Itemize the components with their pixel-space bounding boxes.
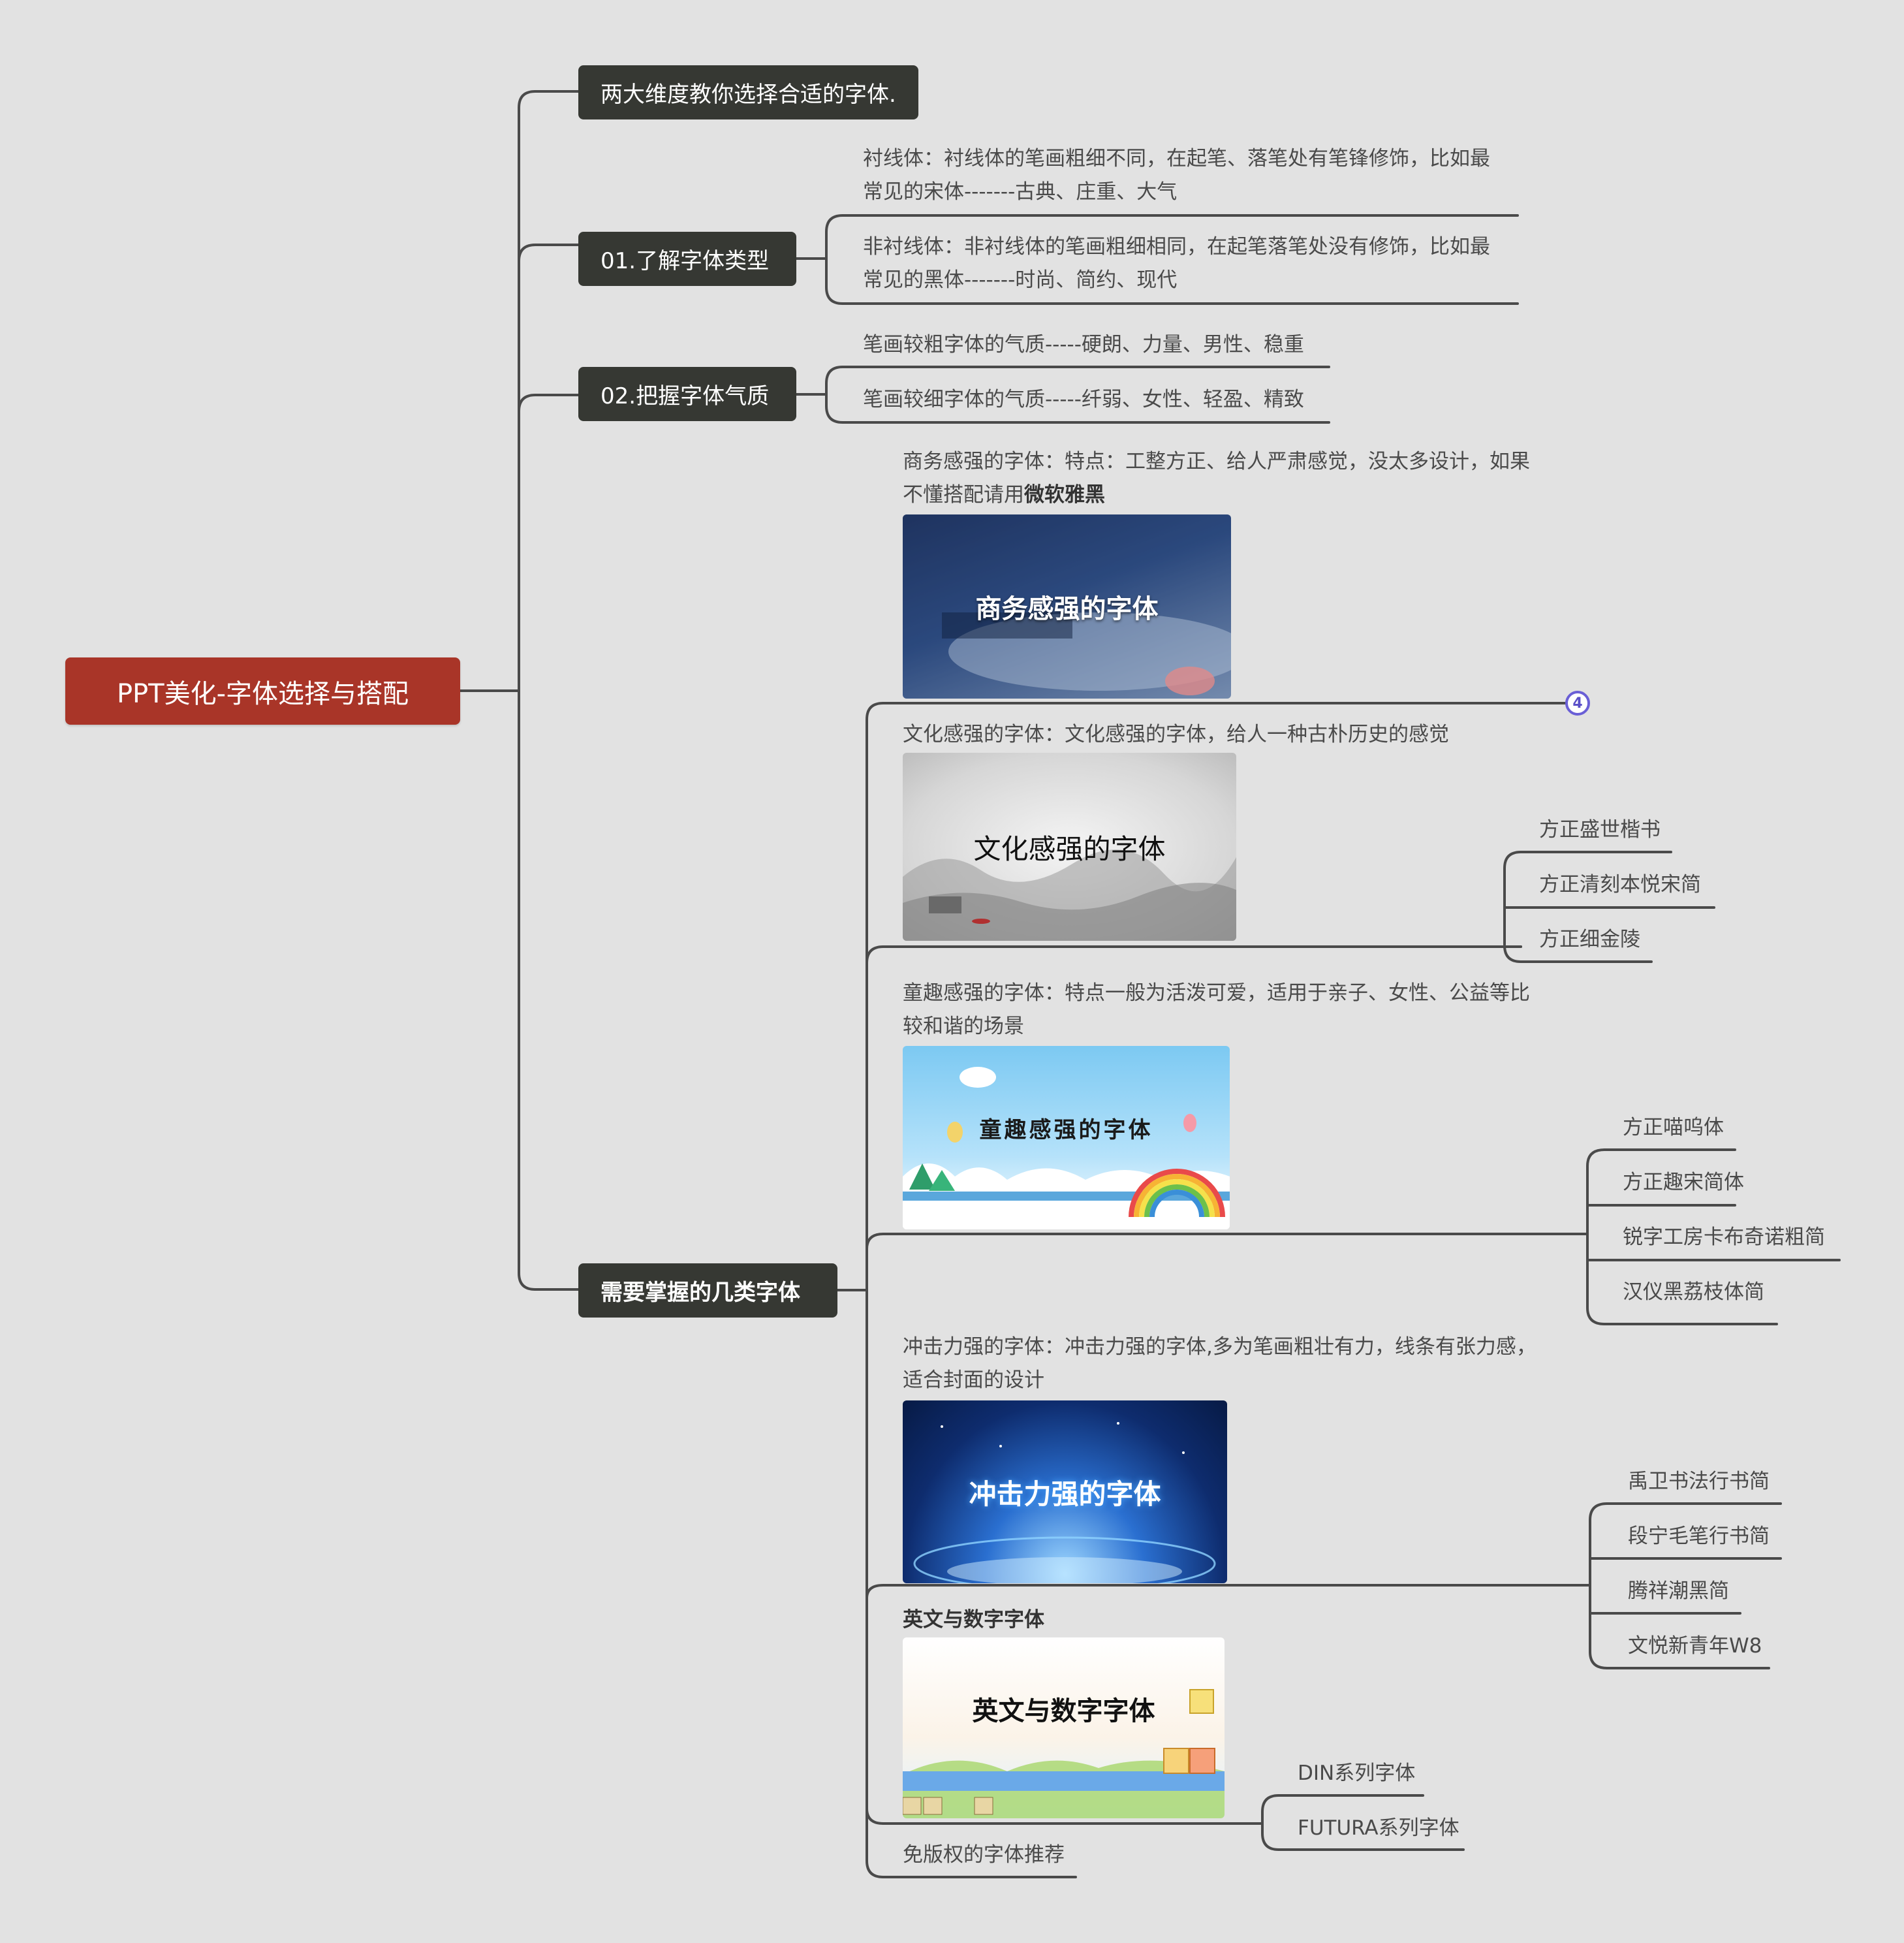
cartoon-sky-art <box>903 1067 1230 1229</box>
font-fangzheng-shengshi-kaishu[interactable]: 方正盛世楷书 <box>1539 818 1661 842</box>
business-fonts-description[interactable]: 商务感强的字体：特点：工整方正、给人严肃感觉，没太多设计，如果 不懂搭配请用微软… <box>903 445 1530 512</box>
english-number-fonts[interactable]: 英文与数字字体 <box>903 1608 1044 1632</box>
serif-line-1: 衬线体：衬线体的笔画粗细不同，在起笔、落笔处有笔锋修饰，比如最 <box>863 147 1490 170</box>
business-image-caption: 商务感强的字体 <box>975 594 1159 624</box>
tech-glow-thumbnail[interactable]: 冲击力强的字体 <box>903 1400 1227 1583</box>
font-tengxiang-chaohei[interactable]: 腾祥潮黑简 <box>1628 1579 1729 1603</box>
connector-spine <box>518 90 537 1291</box>
font-futura-series[interactable]: FUTURA系列字体 <box>1298 1816 1459 1840</box>
font-fangzheng-qingkeben-yuesong[interactable]: 方正清刻本悦宋简 <box>1539 873 1701 896</box>
thin-stroke-note[interactable]: 笔画较细字体的气质-----纤弱、女性、轻盈、精致 <box>863 388 1304 411</box>
business-line-2-bold: 微软雅黑 <box>1024 483 1105 507</box>
root-topic[interactable]: PPT美化-字体选择与搭配 <box>65 657 460 725</box>
serif-line-2: 常见的宋体-------古典、庄重、大气 <box>863 180 1178 204</box>
sans-line-2: 常见的黑体-------时尚、简约、现代 <box>863 268 1178 292</box>
fun-line-2: 较和谐的场景 <box>903 1015 1024 1038</box>
fun-line-1: 童趣感强的字体：特点一般为活泼可爱，适用于亲子、女性、公益等比 <box>903 981 1530 1005</box>
business-line-1: 商务感强的字体：特点：工整方正、给人严肃感觉，没太多设计，如果 <box>903 450 1530 473</box>
serif-description[interactable]: 衬线体：衬线体的笔画粗细不同，在起笔、落笔处有笔锋修饰，比如最 常见的宋体---… <box>863 142 1490 209</box>
font-din-series[interactable]: DIN系列字体 <box>1298 1761 1416 1785</box>
sans-serif-description[interactable]: 非衬线体：非衬线体的笔画粗细相同，在起笔落笔处没有修饰，比如最 常见的黑体---… <box>863 230 1490 297</box>
tech-glow-art <box>913 1422 1216 1583</box>
business-photo-art <box>903 514 1231 699</box>
font-wenyue-xinqingnian[interactable]: 文悦新青年W8 <box>1628 1634 1762 1658</box>
fun-image-caption: 童趣感强的字体 <box>979 1117 1153 1143</box>
culture-image-caption: 文化感强的字体 <box>973 832 1166 865</box>
topic-intro[interactable]: 两大维度教你选择合适的字体. <box>578 65 918 119</box>
impact-line-1: 冲击力强的字体：冲击力强的字体,多为笔画粗壮有力，线条有张力感， <box>903 1335 1537 1359</box>
sans-line-1: 非衬线体：非衬线体的笔画粗细相同，在起笔落笔处没有修饰，比如最 <box>863 235 1490 259</box>
impact-image-caption: 冲击力强的字体 <box>969 1477 1161 1510</box>
font-yuwei-xingshu[interactable]: 禹卫书法行书简 <box>1628 1470 1770 1493</box>
collapse-count-badge[interactable]: 4 <box>1565 691 1590 716</box>
business-photo-thumbnail[interactable]: 商务感强的字体 <box>903 514 1231 699</box>
impact-line-2: 适合封面的设计 <box>903 1368 1044 1392</box>
topic-font-kinds[interactable]: 需要掌握的几类字体 <box>578 1263 837 1318</box>
font-fangzheng-qusong[interactable]: 方正趣宋简体 <box>1623 1171 1744 1194</box>
english-image-caption: 英文与数字字体 <box>972 1696 1155 1726</box>
fun-fonts-description[interactable]: 童趣感强的字体：特点一般为活泼可爱，适用于亲子、女性、公益等比 较和谐的场景 <box>903 977 1530 1043</box>
free-fonts-recommendation[interactable]: 免版权的字体推荐 <box>903 1843 1065 1867</box>
culture-fonts-description[interactable]: 文化感强的字体：文化感强的字体，给人一种古朴历史的感觉 <box>903 723 1449 746</box>
topic-font-types[interactable]: 01.了解字体类型 <box>578 232 796 286</box>
alphabet-blocks-thumbnail[interactable]: 英文与数字字体 <box>903 1637 1225 1818</box>
impact-fonts-description[interactable]: 冲击力强的字体：冲击力强的字体,多为笔画粗壮有力，线条有张力感， 适合封面的设计 <box>903 1331 1537 1397</box>
cartoon-sky-thumbnail[interactable]: 童趣感强的字体 <box>903 1046 1230 1229</box>
topic-font-temperament[interactable]: 02.把握字体气质 <box>578 367 796 421</box>
business-line-2: 不懂搭配请用微软雅黑 <box>903 479 1530 512</box>
font-hanyi-heilizhi[interactable]: 汉仪黑荔枝体简 <box>1623 1280 1764 1304</box>
ink-landscape-art <box>903 849 1236 941</box>
ink-landscape-thumbnail[interactable]: 文化感强的字体 <box>903 753 1236 941</box>
thick-stroke-note[interactable]: 笔画较粗字体的气质-----硬朗、力量、男性、稳重 <box>863 333 1304 356</box>
font-duanning-maobi-xingshu[interactable]: 段宁毛笔行书简 <box>1628 1524 1770 1548</box>
alphabet-blocks-art <box>903 1689 1225 1818</box>
font-ruizi-cappuccino[interactable]: 锐字工房卡布奇诺粗简 <box>1623 1225 1825 1249</box>
font-fangzheng-xi-jinling[interactable]: 方正细金陵 <box>1539 928 1640 951</box>
business-line-2-prefix: 不懂搭配请用 <box>903 483 1024 507</box>
font-fangzheng-miaowu[interactable]: 方正喵呜体 <box>1623 1116 1724 1139</box>
